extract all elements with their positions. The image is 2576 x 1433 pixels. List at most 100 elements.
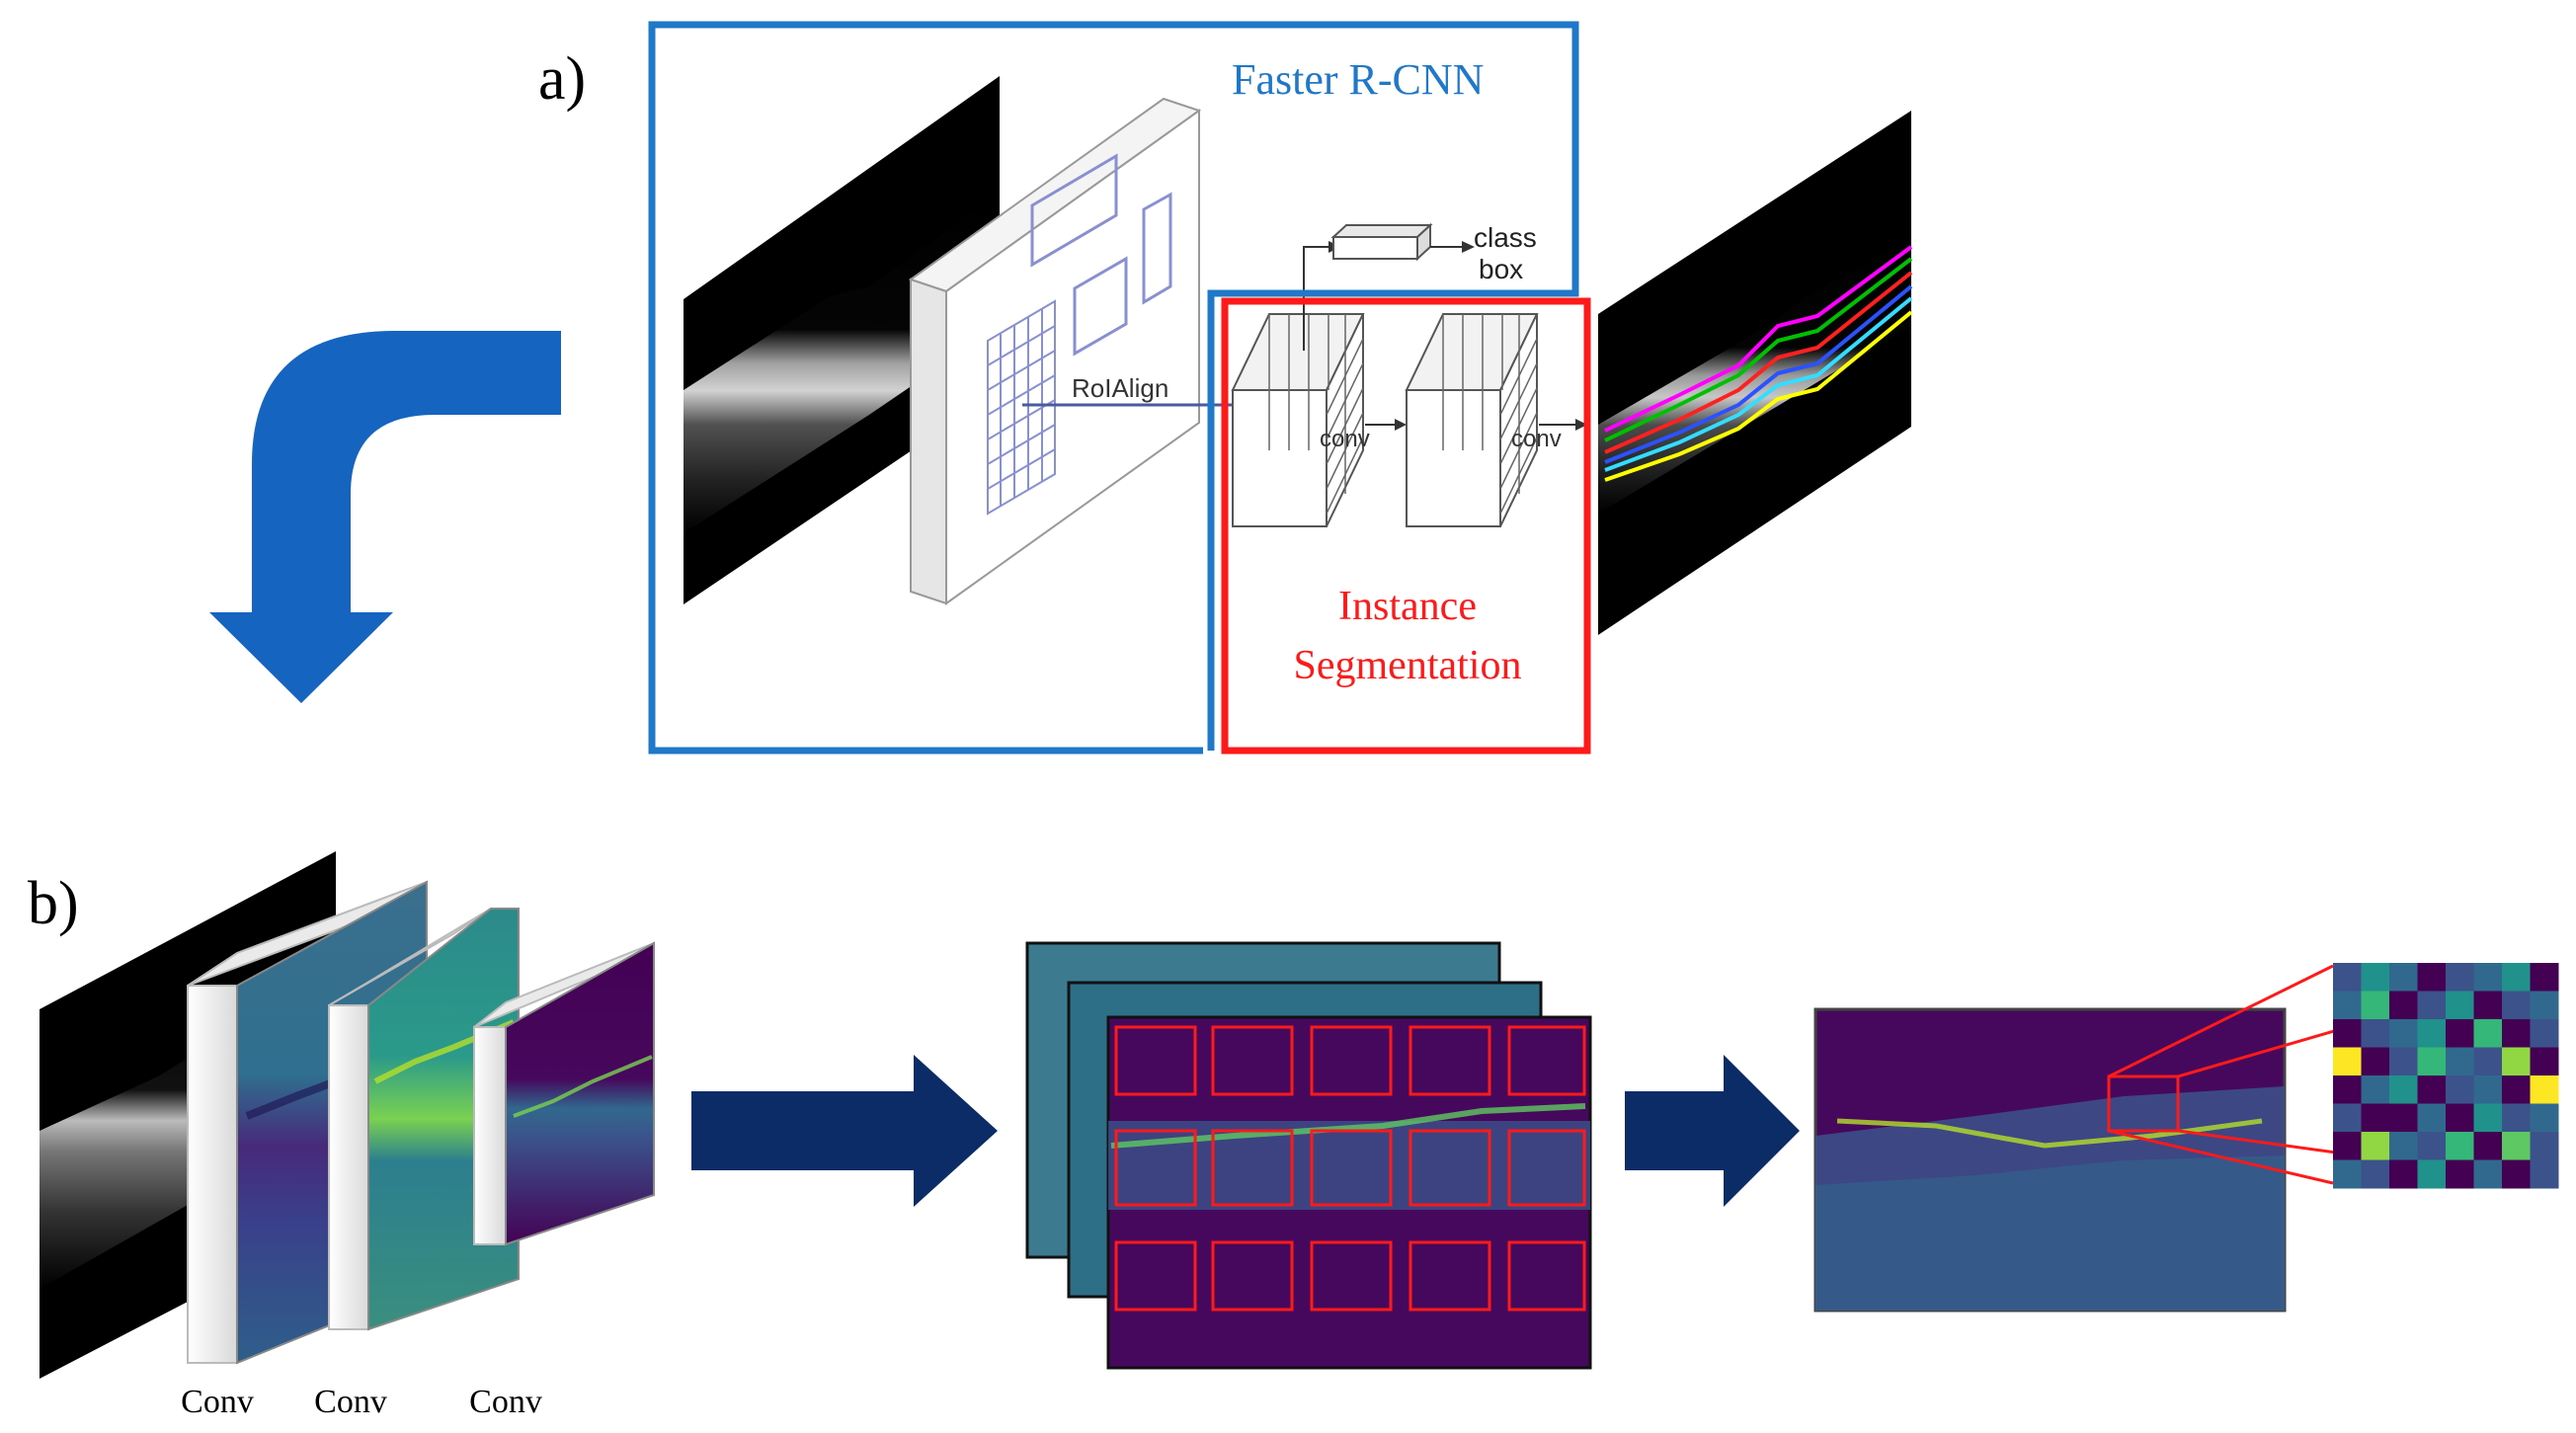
heatmap-cell xyxy=(2446,1047,2474,1076)
heatmap-cell xyxy=(2446,1132,2474,1160)
roi-grid xyxy=(987,299,1056,516)
heatmap-cell xyxy=(2502,1019,2531,1048)
heatmap-cell xyxy=(2333,1047,2362,1076)
heatmap-cell xyxy=(2446,1019,2474,1048)
stacked-feature-maps xyxy=(1025,941,1592,1370)
heatmap-cell xyxy=(2473,991,2503,1020)
heatmap-cell xyxy=(2361,1159,2390,1189)
conv-label-2: conv xyxy=(1511,426,1562,452)
curved-down-arrow-icon xyxy=(209,331,561,703)
instance-seg-line-1: Instance xyxy=(1338,584,1477,629)
heatmap-cell xyxy=(2530,963,2559,992)
class-box-branch: class box xyxy=(1303,222,1537,351)
instance-seg-line-2: Segmentation xyxy=(1294,643,1522,688)
heatmap-cell xyxy=(2361,1019,2390,1048)
heatmap-cell xyxy=(2446,991,2474,1020)
heatmap-cell xyxy=(2502,1047,2531,1076)
faster-rcnn-label: Faster R-CNN xyxy=(1232,55,1484,104)
conv-label-b-1: Conv xyxy=(181,1384,254,1420)
heatmap-cell xyxy=(2333,1019,2362,1048)
heatmap-cell xyxy=(2417,1159,2447,1189)
heatmap-cell xyxy=(2333,1159,2362,1189)
heatmap-cell xyxy=(2333,991,2362,1020)
roi-grid-b xyxy=(1114,1025,1586,1312)
conv-layer-3 xyxy=(473,941,655,1246)
heatmap-cell xyxy=(2446,1103,2474,1133)
conv-label-b-2: Conv xyxy=(314,1384,387,1420)
conv-arrow-2: conv xyxy=(1511,419,1587,452)
heatmap-cell xyxy=(2473,1075,2503,1104)
heatmap-cell xyxy=(2502,963,2531,992)
heatmap-cell xyxy=(2446,1159,2474,1189)
output-segmented-oct xyxy=(1598,111,1913,635)
heatmap-cell xyxy=(2389,1132,2418,1160)
heatmap-cell xyxy=(2446,963,2474,992)
conv-label-1: conv xyxy=(1320,426,1370,452)
heatmap-cell xyxy=(2361,1075,2390,1104)
heatmap-cell xyxy=(2502,1103,2531,1133)
heatmap-cell xyxy=(2417,1103,2447,1133)
zoom-region-box xyxy=(2107,1075,2180,1133)
right-arrow-icon xyxy=(1625,1055,1800,1207)
roialign-arrow: RoIAlign xyxy=(1022,373,1233,407)
panel-b-label: b) xyxy=(28,870,79,937)
roi-box xyxy=(1030,153,1118,268)
panel-a-label: a) xyxy=(538,45,586,113)
heatmap-cell xyxy=(2389,1075,2418,1104)
heatmap-cell xyxy=(2333,963,2362,992)
mask-conv-block-1 xyxy=(1231,313,1365,527)
conv-label-b-3: Conv xyxy=(469,1384,542,1420)
heatmap-cell xyxy=(2389,1159,2418,1189)
zoom-heatmap xyxy=(2333,963,2559,1189)
heatmap-cell xyxy=(2333,1075,2362,1104)
heatmap-cell xyxy=(2473,1159,2503,1189)
heatmap-cell xyxy=(2502,991,2531,1020)
faster-rcnn-box: Faster R-CNN xyxy=(648,21,1579,755)
heatmap-cell xyxy=(2417,1132,2447,1160)
heatmap-cell xyxy=(2389,963,2418,992)
conv-arrow-1: conv xyxy=(1320,419,1407,452)
heatmap-cell xyxy=(2530,1019,2559,1048)
heatmap-cell xyxy=(2502,1132,2531,1160)
heatmap-cell xyxy=(2417,963,2447,992)
heatmap-cell xyxy=(2389,1019,2418,1048)
heatmap-cell xyxy=(2361,1132,2390,1160)
heatmap-cell xyxy=(2530,1075,2559,1104)
heatmap-cell xyxy=(2417,1075,2447,1104)
heatmap-cell xyxy=(2473,1103,2503,1133)
mask-conv-block-2 xyxy=(1405,313,1539,527)
heatmap-cell xyxy=(2502,1075,2531,1104)
roi-box xyxy=(1142,192,1172,305)
heatmap-cell xyxy=(2389,1103,2418,1133)
heatmap-cell xyxy=(2417,1019,2447,1048)
feature-map-slab xyxy=(908,97,1202,605)
heatmap-cell xyxy=(2473,1019,2503,1048)
instance-segmentation-box: Instance Segmentation xyxy=(1221,297,1591,755)
heatmap-cell xyxy=(2530,1103,2559,1133)
heatmap-cell xyxy=(2473,1132,2503,1160)
heatmap-cell xyxy=(2417,1047,2447,1076)
heatmap-cell xyxy=(2502,1159,2531,1189)
heatmap-cell xyxy=(2361,963,2390,992)
heatmap-cell xyxy=(2361,1047,2390,1076)
class-label: class xyxy=(1474,222,1537,253)
heatmap-cell xyxy=(2446,1075,2474,1104)
roialign-label: RoIAlign xyxy=(1072,373,1168,403)
output-feature-map xyxy=(1813,1007,2287,1313)
heatmap-cell xyxy=(2333,1103,2362,1133)
panel-a: a) xyxy=(209,21,1913,755)
heatmap-cell xyxy=(2530,1047,2559,1076)
heatmap-cell xyxy=(2361,1103,2390,1133)
heatmap-cell xyxy=(2417,991,2447,1020)
roi-box xyxy=(1073,256,1128,357)
right-arrow-icon xyxy=(691,1055,998,1207)
heatmap-cell xyxy=(2473,963,2503,992)
panel-b: b) Conv Conv xyxy=(28,851,2559,1420)
box-label: box xyxy=(1479,254,1523,284)
heatmap-cell xyxy=(2389,991,2418,1020)
heatmap-cell xyxy=(2530,991,2559,1020)
heatmap-cell xyxy=(2530,1159,2559,1189)
heatmap-cell xyxy=(2361,991,2390,1020)
heatmap-cell xyxy=(2389,1047,2418,1076)
